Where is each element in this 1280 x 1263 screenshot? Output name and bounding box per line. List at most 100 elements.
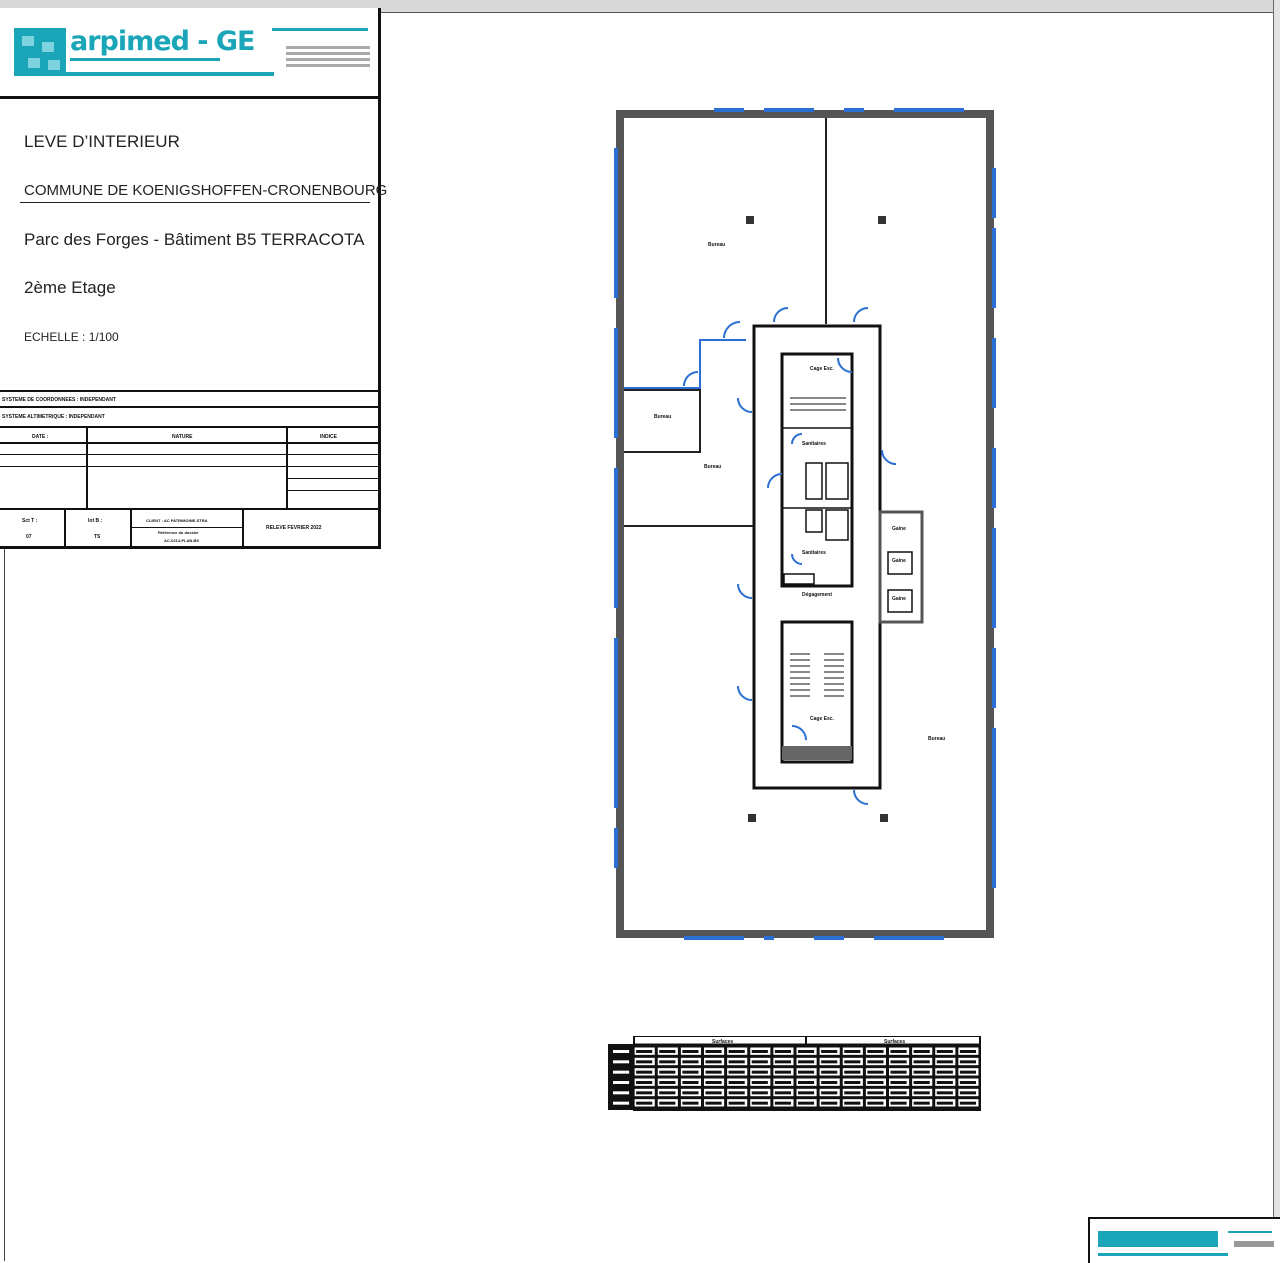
surface-table-cell-text — [613, 1070, 630, 1074]
surface-table-grid: Surfaces Surfaces — [608, 1035, 981, 1111]
room-label: Sanitaires — [802, 550, 826, 556]
surface-table-cell-text — [659, 1081, 676, 1084]
surface-table-cell-text — [774, 1091, 791, 1095]
surface-table-cell-text — [821, 1101, 838, 1105]
footer-divider — [242, 510, 244, 546]
surface-table-cell-text — [636, 1101, 653, 1105]
surface-table-cell-text — [659, 1070, 676, 1074]
surface-table-cell-text — [659, 1050, 676, 1053]
table-header-rule — [0, 442, 378, 444]
surface-table-cell-text — [682, 1070, 699, 1074]
room-labels: Bureau Bureau Bureau Bureau Sanitaires S… — [654, 242, 945, 742]
logo-underline — [70, 58, 220, 61]
surface-table-cell-text — [705, 1101, 722, 1105]
surface-table-cell-text — [798, 1101, 815, 1105]
block-divider — [0, 390, 378, 392]
surface-table-cell-text — [798, 1050, 815, 1053]
stair-landing — [782, 746, 852, 760]
surface-table-cell-text — [613, 1101, 630, 1105]
table-col-divider — [86, 428, 88, 510]
table-row-line — [288, 478, 378, 479]
surface-table-cell-text — [798, 1081, 815, 1084]
surface-table-cell-text — [844, 1060, 861, 1064]
surface-table-cell-text — [867, 1081, 884, 1084]
floor-plan-drawing: Bureau Bureau Bureau Bureau Sanitaires S… — [614, 108, 996, 940]
room-label: Bureau — [704, 464, 721, 470]
surface-table-cell-text — [751, 1081, 768, 1084]
room-label: Gaine — [892, 558, 906, 564]
surface-table-cell-text — [613, 1081, 630, 1084]
sect-value: 07 — [26, 534, 32, 540]
surface-table-cell-text — [890, 1091, 907, 1095]
surface-table-cell-text — [959, 1050, 976, 1053]
surface-table-cell-text — [659, 1101, 676, 1105]
commune-underline — [20, 202, 370, 203]
table-row-line — [288, 490, 378, 491]
client-label: CLIENT : AC PATRIMOINE-STRA — [146, 518, 208, 523]
surface-table-cell-text — [798, 1060, 815, 1064]
shaft-inner — [887, 589, 913, 613]
logo-area: arpimed - GE — [0, 8, 378, 99]
room-label: Bureau — [654, 414, 671, 420]
stamp-logo — [1098, 1231, 1218, 1247]
room-label: Cage Esc. — [810, 366, 835, 372]
surface-table-cell-text — [798, 1070, 815, 1074]
surface-table-cell-text — [821, 1050, 838, 1053]
surface-table-cell-text — [774, 1050, 791, 1053]
page-right-edge — [1273, 0, 1280, 1261]
surface-table: Surfaces Surfaces — [608, 1035, 982, 1112]
surface-table-cell-text — [890, 1101, 907, 1105]
survey-title: LEVE D’INTERIEUR — [24, 132, 180, 151]
table-row-line — [0, 454, 378, 455]
surface-table-cell-text — [890, 1060, 907, 1064]
surface-table-cell-text — [705, 1050, 722, 1053]
room-label: Bureau — [928, 736, 945, 742]
logo-mark-icon — [14, 28, 66, 76]
block-divider — [0, 508, 378, 510]
room-label: Bureau — [708, 242, 725, 248]
surface-table-cell-text — [705, 1081, 722, 1084]
surface-table-cell-text — [682, 1050, 699, 1053]
surface-table-cell-text — [913, 1091, 930, 1095]
table-row-line — [0, 466, 378, 467]
surface-table-cell-text — [936, 1091, 953, 1095]
room-label: Dégagement — [802, 592, 832, 598]
surface-group-header: Surfaces — [884, 1039, 905, 1045]
block-divider — [0, 406, 378, 408]
surface-table-cell-text — [774, 1060, 791, 1064]
surface-table-cell-text — [890, 1070, 907, 1074]
footer-divider — [130, 510, 132, 546]
surface-table-cell-text — [728, 1091, 745, 1095]
core-rooms — [782, 427, 852, 585]
surface-table-cell-text — [844, 1050, 861, 1053]
surface-table-cell-text — [613, 1091, 630, 1095]
surface-table-cell-text — [959, 1081, 976, 1084]
surface-table-cell-text — [751, 1060, 768, 1064]
surface-table-cell-text — [728, 1081, 745, 1084]
surface-table-cell-text — [844, 1101, 861, 1105]
surface-table-cell-text — [636, 1070, 653, 1074]
surface-table-cell-text — [959, 1091, 976, 1095]
partitions — [624, 118, 827, 527]
surface-table-cell-text — [936, 1070, 953, 1074]
surface-table-cell-text — [913, 1101, 930, 1105]
surface-table-cell-text — [936, 1060, 953, 1064]
company-logo-text: arpimed - GE — [70, 26, 256, 57]
surface-table-cell-text — [867, 1091, 884, 1095]
surface-table-cell-text — [959, 1101, 976, 1105]
surface-table-cell-text — [728, 1070, 745, 1074]
surface-table-cell-text — [959, 1070, 976, 1074]
surface-table-cell-text — [705, 1060, 722, 1064]
surface-table-cell-text — [728, 1050, 745, 1053]
table-header-indice: INDICE — [320, 434, 337, 440]
surface-table-cell-text — [959, 1060, 976, 1064]
outer-wall — [616, 110, 994, 938]
surface-table-cell-text — [751, 1070, 768, 1074]
surface-table-cell-text — [751, 1050, 768, 1053]
surface-table-cell-text — [728, 1060, 745, 1064]
room-label: Gaine — [892, 596, 906, 602]
surface-table-cell-text — [636, 1050, 653, 1053]
site-name: Parc des Forges - Bâtiment B5 TERRACOTA — [24, 230, 365, 249]
surface-table-cell-text — [774, 1070, 791, 1074]
reference-label: Référence du dossier — [158, 530, 199, 535]
